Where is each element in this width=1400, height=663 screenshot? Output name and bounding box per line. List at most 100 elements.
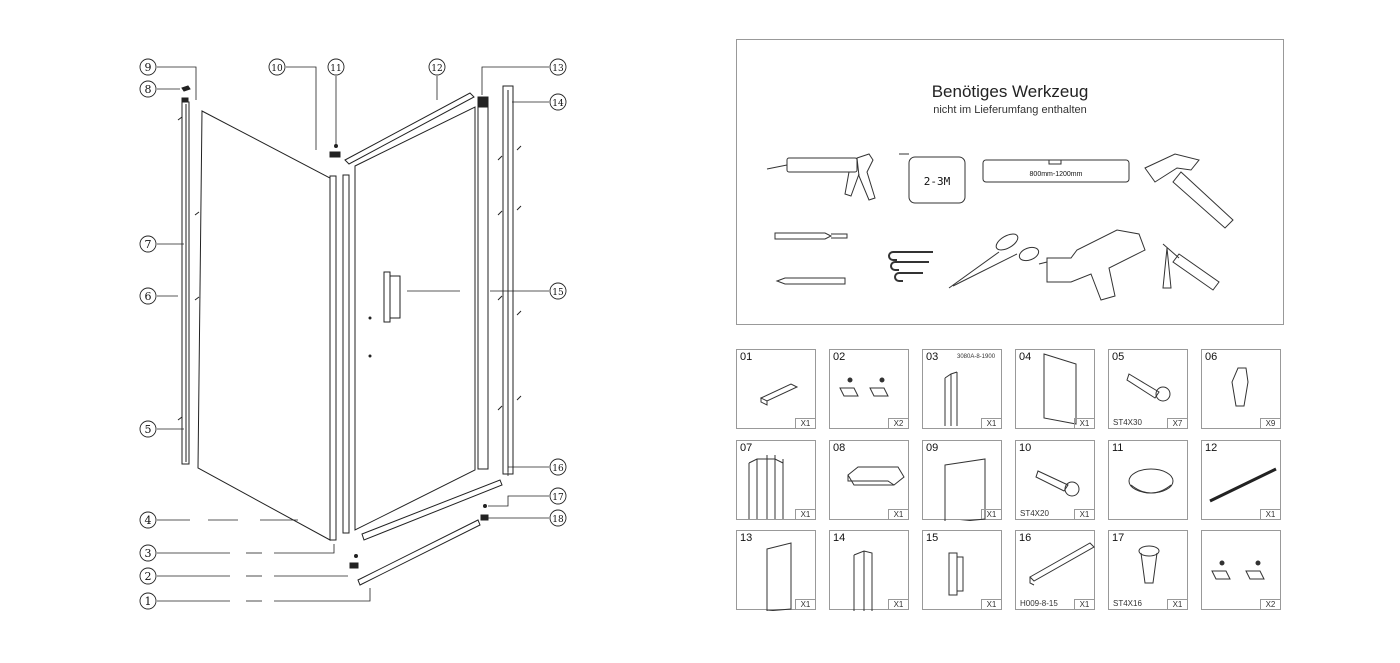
part-number: 14 <box>833 532 846 544</box>
part-qty: X1 <box>888 599 908 609</box>
hinge-profile-icon <box>944 371 958 426</box>
callout-label: 9 <box>145 61 152 74</box>
caulking-gun-icon <box>766 153 876 201</box>
callout-label: 1 <box>145 595 152 608</box>
part-cell-18: X2 <box>1201 530 1281 610</box>
part-number: 12 <box>1205 442 1218 454</box>
part-code: ST4X30 <box>1113 418 1142 427</box>
part-cell-11: 11 <box>1108 440 1188 520</box>
callout-2 <box>139 567 157 585</box>
callout-label: 8 <box>145 83 152 96</box>
callout-10 <box>268 58 286 76</box>
hex-keys-icon <box>888 251 933 282</box>
part-qty: X1 <box>795 599 815 609</box>
part-number: 01 <box>740 351 753 363</box>
cordless-drill-icon <box>1038 229 1146 301</box>
part-qty: X1 <box>1074 599 1094 609</box>
u-profile-icon <box>853 550 873 611</box>
hammer-icon <box>1144 153 1234 229</box>
tools-illustrations: 2-3M 800mm-1200mm <box>766 153 1234 301</box>
part-qty: X1 <box>795 418 815 428</box>
part-cell-01: 01 X1 <box>736 349 816 429</box>
part-number: 06 <box>1205 351 1218 363</box>
pencil-icon <box>775 277 846 285</box>
part-qty: X9 <box>1260 418 1280 428</box>
callout-5 <box>139 420 157 438</box>
part-cell-15: 15 X1 <box>922 530 1002 610</box>
callout-label: 13 <box>552 64 564 74</box>
callout-16 <box>549 458 567 476</box>
part-cell-12: 12 X1 <box>1201 440 1281 520</box>
callout-label: 14 <box>552 99 564 109</box>
callout-12 <box>428 58 446 76</box>
part-number: 13 <box>740 532 753 544</box>
seal-strip-icon <box>944 458 986 521</box>
tools-panel: Benötiges Werkzeug nicht im Lieferumfang… <box>736 39 1284 325</box>
callout-3 <box>139 544 157 562</box>
seal-rod-icon <box>1209 467 1277 503</box>
part-number: 08 <box>833 442 846 454</box>
part-code: 3080A-8-1900 <box>957 354 996 360</box>
part-number: 17 <box>1112 532 1125 544</box>
part-qty: X1 <box>795 509 815 519</box>
callout-label: 5 <box>145 423 152 436</box>
part-qty: X1 <box>981 418 1001 428</box>
handle-icon <box>948 552 964 596</box>
part-cell-14: 14 X1 <box>829 530 909 611</box>
callout-label: 15 <box>552 288 564 298</box>
svg-text:800mm-1200mm: 800mm-1200mm <box>1030 171 1083 178</box>
screw-icon <box>1126 373 1171 402</box>
callout-6 <box>139 287 157 305</box>
callout-4 <box>139 511 157 529</box>
part-qty: X7 <box>1167 418 1187 428</box>
part-number: 05 <box>1112 351 1125 363</box>
wall-plug-icon <box>1231 367 1249 407</box>
part-cell-02: 02 X2 <box>829 349 909 429</box>
part-number: 16 <box>1019 532 1032 544</box>
callout-17 <box>549 487 567 505</box>
door-panel-icon <box>766 542 792 611</box>
tools-title: Benötiges Werkzeug <box>931 82 1089 101</box>
part-cell-09: 09 X1 <box>922 440 1002 521</box>
svg-text:2-3M: 2-3M <box>924 175 951 188</box>
callout-label: 18 <box>552 515 564 525</box>
part-qty: X1 <box>1074 509 1094 519</box>
part-cell-06: 06 X9 <box>1201 349 1281 429</box>
part-cell-17: 17 ST4X16 X1 <box>1108 530 1188 610</box>
hinge-profile <box>477 96 489 470</box>
callout-label: 2 <box>145 570 152 583</box>
part-number: 10 <box>1019 442 1032 454</box>
callout-label: 11 <box>330 64 341 74</box>
fixed-glass-panel <box>197 110 331 541</box>
screw-icon <box>1138 545 1160 584</box>
bottom-seal-icon <box>1029 542 1095 586</box>
rail-profile-icon <box>759 383 799 406</box>
tools-subtitle: nicht im Lieferumfang enthalten <box>933 104 1087 116</box>
callout-label: 12 <box>431 64 442 74</box>
spirit-level-icon: 800mm-1200mm <box>982 159 1130 183</box>
screw-icon <box>1035 470 1080 497</box>
callout-14 <box>549 93 567 111</box>
part-qty: X1 <box>981 509 1001 519</box>
part-qty: X1 <box>981 599 1001 609</box>
callout-9 <box>139 58 157 76</box>
scissors-icon <box>948 233 1040 289</box>
part-cell-16: 16 H009-8-15 X1 <box>1015 530 1095 610</box>
part-qty: X1 <box>1260 509 1280 519</box>
callout-13 <box>549 58 567 76</box>
part-cell-08: 08 X1 <box>829 440 909 520</box>
part-cell-07: 07 X1 <box>736 440 816 520</box>
callout-label: 16 <box>552 464 564 474</box>
part-qty: X1 <box>1167 599 1187 609</box>
door-handle <box>383 271 391 323</box>
part-qty: X1 <box>1074 418 1094 428</box>
part-code: H009-8-15 <box>1020 599 1058 608</box>
part-cell-03: 03 3080A-8-1900 X1 <box>922 349 1002 429</box>
part-code: ST4X20 <box>1020 509 1049 518</box>
callout-18 <box>549 509 567 527</box>
part-cell-10: 10 ST4X20 X1 <box>1015 440 1095 520</box>
corner-profile <box>329 175 337 541</box>
callout-8 <box>139 80 157 98</box>
glass-panel-icon <box>1043 353 1077 425</box>
part-number: 04 <box>1019 351 1032 363</box>
